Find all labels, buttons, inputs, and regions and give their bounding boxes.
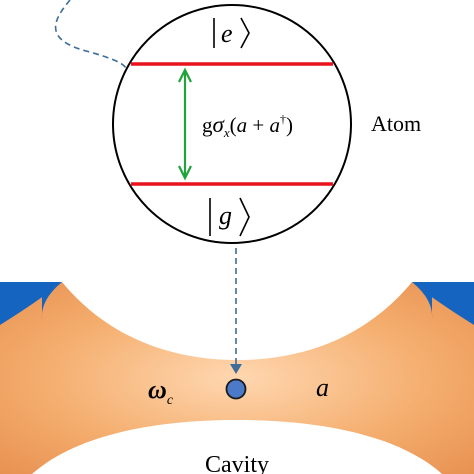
cavity-lower-region bbox=[32, 420, 442, 474]
excited-state-label: e bbox=[213, 17, 250, 49]
cavity-mode bbox=[0, 282, 474, 474]
cavity-mode-operator: a bbox=[316, 373, 329, 402]
dashed-connector-top bbox=[54, 0, 127, 69]
atom-dot bbox=[225, 378, 247, 400]
atom-label: Atom bbox=[371, 111, 421, 136]
mirror-left-curve bbox=[41, 282, 62, 320]
svg-text:e: e bbox=[221, 19, 233, 48]
cavity-frequency-label: ωc bbox=[148, 375, 174, 408]
svg-text:g: g bbox=[219, 201, 232, 230]
transition-arrow bbox=[178, 67, 192, 181]
interaction-term: gσx(a + a†) bbox=[202, 112, 293, 140]
dashed-pointer bbox=[230, 248, 242, 374]
cavity-label: Cavity bbox=[205, 452, 269, 474]
mirror-right-curve bbox=[412, 282, 433, 320]
ground-state-label: g bbox=[209, 197, 250, 237]
